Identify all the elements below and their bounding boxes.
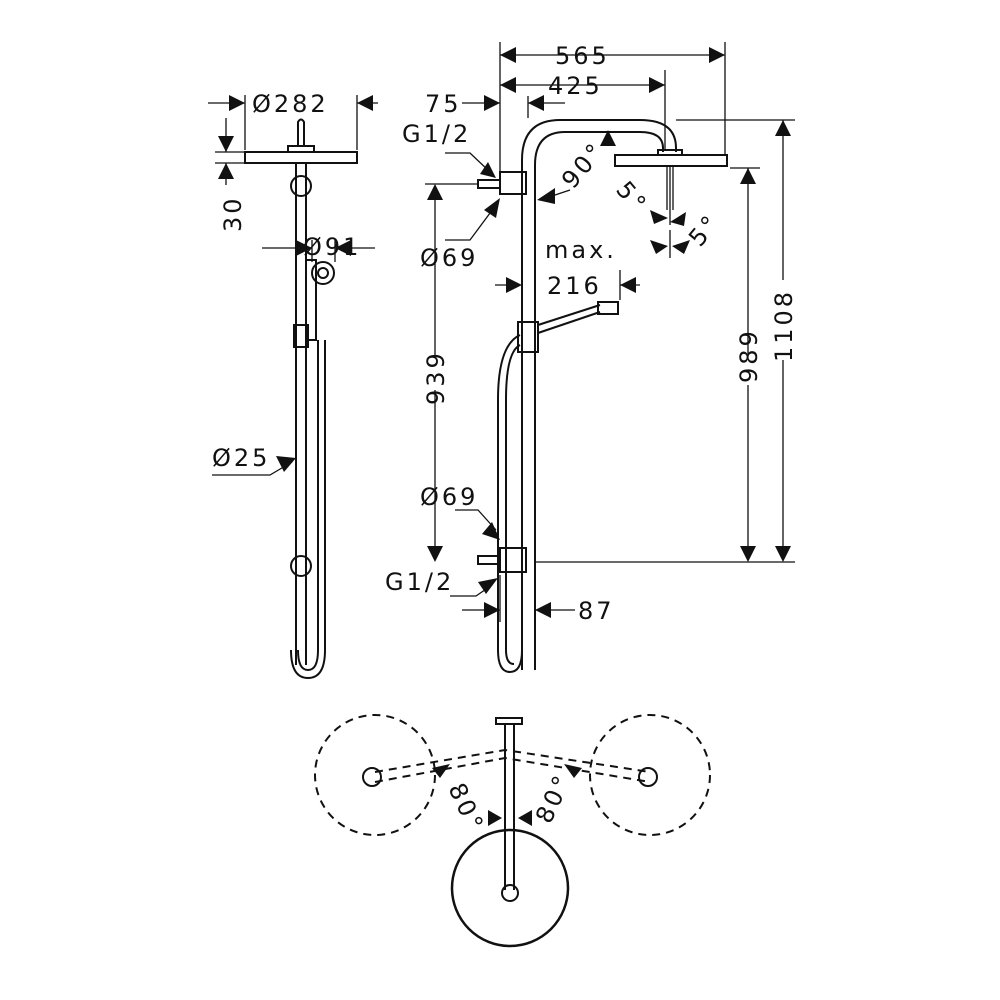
label-diameter-rail: Ø25 [212,444,270,472]
label-tilt-5b: 5° [683,208,726,251]
label-swivel-right: 80° [530,769,577,828]
label-diameter-head: Ø282 [252,90,329,118]
label-diameter-handshower: Ø91 [303,233,361,261]
label-swivel-left: 80° [443,779,490,838]
label-offset-75: 75 [425,90,462,118]
label-head-height: 30 [219,195,247,232]
label-diameter-rosette-bottom: Ø69 [420,483,478,511]
label-tilt-5a: 5° [610,176,653,219]
label-thread-top: G1/2 [402,120,471,148]
label-width-total: 565 [555,42,610,70]
label-thread-bottom: G1/2 [385,568,454,596]
label-height-989: 989 [735,328,763,383]
label-diameter-rosette-top: Ø69 [420,244,478,272]
front-view [425,42,795,674]
label-max: max. [545,236,617,264]
label-width-arm: 425 [548,72,603,100]
label-max-216: 216 [547,272,602,300]
label-height-1108: 1108 [770,289,798,362]
top-view [314,714,711,948]
label-depth-87: 87 [578,597,615,625]
label-height-939: 939 [422,350,450,405]
side-view [208,95,378,680]
